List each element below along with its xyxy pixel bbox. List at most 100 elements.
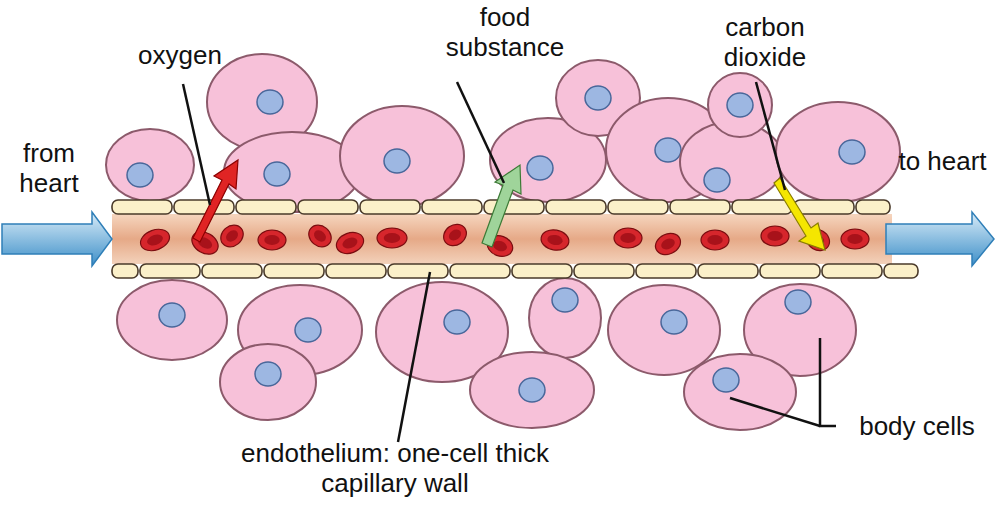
endothelial-cell	[732, 200, 792, 214]
endothelial-cell	[608, 200, 668, 214]
red-blood-cell	[216, 221, 247, 252]
red-blood-cell-rim	[539, 228, 570, 253]
red-blood-cell	[304, 221, 335, 252]
body-cell	[220, 344, 316, 420]
endothelial-cell	[760, 264, 820, 278]
cell-nucleus	[527, 156, 553, 180]
red-blood-cell	[439, 220, 470, 250]
red-blood-cell	[137, 225, 172, 254]
red-blood-cell-center	[384, 233, 401, 243]
red-blood-cell-rim	[841, 229, 869, 249]
cell-nucleus	[839, 140, 865, 164]
endothelial-cell	[264, 264, 324, 278]
cell-nucleus	[727, 93, 753, 117]
red-blood-cell	[761, 226, 789, 246]
body-cell	[776, 102, 900, 202]
endothelial-cell	[794, 200, 854, 214]
body-cells-leader-2	[730, 398, 820, 426]
cell-nucleus	[444, 310, 470, 334]
endothelial-cell	[856, 200, 890, 214]
endothelial-cell	[512, 264, 572, 278]
endothelial-cell	[112, 264, 138, 278]
red-blood-cell-rim	[614, 228, 642, 248]
red-blood-cell-rim	[701, 230, 729, 250]
cell-nucleus	[713, 368, 739, 392]
red-blood-cell	[377, 228, 407, 248]
body-cells-leader	[820, 338, 836, 426]
food-substance-label: food substance	[430, 2, 580, 62]
endothelium-label: endothelium: one-cell thick capillary wa…	[215, 438, 575, 498]
body-cells-label: body cells	[838, 411, 996, 441]
endothelial-cell	[698, 264, 758, 278]
red-blood-cell-rim	[377, 228, 407, 248]
cell-nucleus	[257, 90, 283, 114]
red-blood-cell-center	[547, 234, 564, 247]
red-blood-cell-rim	[761, 226, 789, 246]
red-blood-cell	[652, 229, 684, 258]
carbon-dioxide-leader	[756, 82, 785, 190]
red-blood-cell-center	[224, 228, 241, 244]
red-blood-cell	[841, 229, 869, 249]
endothelial-cell	[388, 264, 448, 278]
red-blood-cell-rim	[258, 230, 286, 250]
endothelial-cell	[140, 264, 200, 278]
cell-nucleus	[264, 162, 290, 186]
red-blood-cell-rim	[333, 229, 366, 257]
red-blood-cell-rim	[652, 229, 684, 258]
flow-arrow-out	[886, 212, 994, 266]
body-cell	[117, 280, 227, 360]
to-heart-label: to heart	[895, 146, 990, 176]
red-blood-cell-center	[312, 228, 329, 244]
endothelial-cell	[422, 200, 482, 214]
red-blood-cell-center	[341, 236, 359, 251]
endothelial-cell	[202, 264, 262, 278]
carbon-dioxide-label: carbon dioxide	[700, 12, 830, 72]
oxygen-leader	[183, 84, 210, 205]
cell-nucleus	[785, 290, 811, 314]
endothelial-cell	[236, 200, 296, 214]
red-blood-cell-center	[767, 231, 782, 241]
cell-nucleus	[655, 138, 681, 162]
body-cell	[684, 354, 796, 430]
body-cell	[608, 285, 720, 375]
endothelial-cell	[546, 200, 606, 214]
endothelial-cell	[884, 264, 918, 278]
red-blood-cell-center	[146, 232, 165, 247]
cell-nucleus	[661, 310, 687, 334]
cell-nucleus	[519, 378, 545, 402]
endothelial-cell	[574, 264, 634, 278]
endothelial-cell	[636, 264, 696, 278]
oxygen-label: oxygen	[110, 40, 250, 70]
body-cell	[340, 106, 464, 206]
cell-nucleus	[159, 303, 185, 327]
cell-nucleus	[384, 149, 410, 173]
endothelial-cell	[326, 264, 386, 278]
red-blood-cell-center	[847, 234, 862, 244]
cell-nucleus	[255, 362, 281, 386]
cell-nucleus	[585, 86, 611, 110]
endothelial-cell	[298, 200, 358, 214]
cell-nucleus	[295, 318, 321, 342]
endothelial-cell	[670, 200, 730, 214]
endothelial-cell	[112, 200, 172, 214]
endothelial-cell	[822, 264, 882, 278]
red-blood-cell-center	[620, 233, 635, 243]
red-blood-cell	[614, 228, 642, 248]
leader-lines	[183, 82, 836, 442]
body-cell	[106, 129, 194, 201]
red-blood-cell-center	[447, 227, 464, 243]
body-cell	[529, 278, 601, 358]
red-blood-cell	[333, 229, 366, 257]
endothelial-cell	[360, 200, 420, 214]
carbon-dioxide-arrow	[774, 178, 825, 250]
cell-nucleus	[704, 168, 730, 192]
red-blood-cell-rim	[439, 220, 470, 250]
cell-nucleus	[127, 163, 153, 187]
red-blood-cell-center	[707, 235, 722, 245]
red-blood-cell	[258, 230, 286, 250]
oxygen-arrow	[193, 160, 238, 242]
flow-arrow-in	[2, 212, 112, 266]
red-blood-cell-rim	[137, 225, 172, 254]
